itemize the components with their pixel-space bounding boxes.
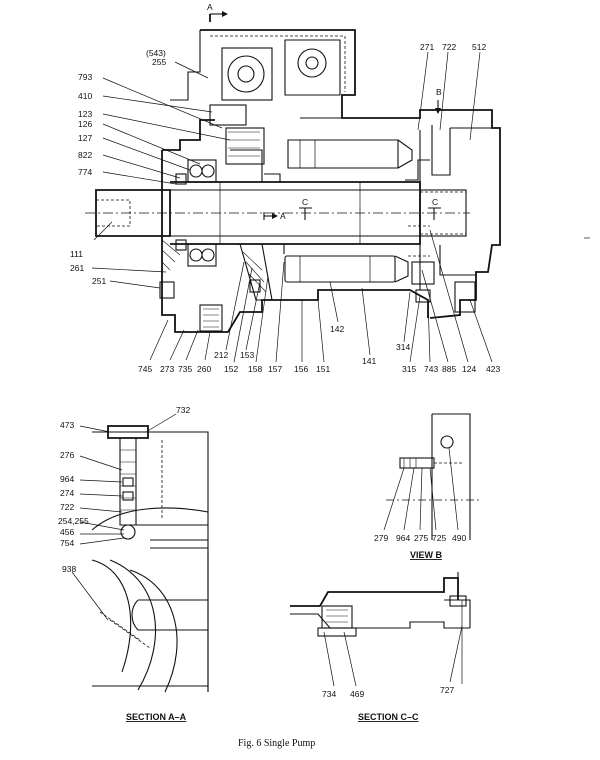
front-bearing: [187, 159, 217, 267]
section-aa: [91, 425, 209, 693]
callout-543: (543): [146, 48, 166, 58]
section-aa-callouts: 473 732 276 964 274 722 254,255 456 754 …: [58, 405, 190, 722]
section-cc-leaders: [323, 625, 463, 687]
callout-123: 123: [78, 109, 92, 119]
callout-822: 822: [78, 150, 92, 160]
callout-774: 774: [78, 167, 92, 177]
callout-964-b: 964: [396, 533, 410, 543]
callout-126: 126: [78, 119, 92, 129]
callout-512: 512: [472, 42, 486, 52]
callout-732: 732: [176, 405, 190, 415]
callout-111: 111: [70, 249, 83, 259]
figure-caption: Fig. 6 Single Pump: [238, 738, 315, 749]
callout-734: 734: [322, 689, 336, 699]
callout-153: 153: [240, 350, 254, 360]
callout-727: 727: [440, 685, 454, 695]
callout-127: 127: [78, 133, 92, 143]
section-aa-leaders: [71, 413, 177, 621]
section-cc-title: SECTION C–C: [358, 712, 419, 722]
marker-c-right: C: [432, 197, 438, 207]
section-cc-callouts: 734 469 727 SECTION C–C: [322, 685, 454, 722]
marker-a-mid: A: [280, 211, 286, 221]
main-leaders: [91, 51, 493, 363]
callout-964-aa: 964: [60, 474, 74, 484]
callout-156: 156: [294, 364, 308, 374]
callout-274: 274: [60, 488, 74, 498]
marker-a-top: A: [207, 2, 213, 12]
callout-743: 743: [424, 364, 438, 374]
callout-473: 473: [60, 420, 74, 430]
callout-314: 314: [396, 342, 410, 352]
callout-275: 275: [414, 533, 428, 543]
callout-754: 754: [60, 538, 74, 548]
marker-c-left: C: [302, 197, 308, 207]
callout-151: 151: [316, 364, 330, 374]
view-b-callouts: 279 964 275 725 490 VIEW B: [374, 533, 466, 560]
view-b: [386, 413, 480, 540]
callout-279: 279: [374, 533, 388, 543]
callout-276: 276: [60, 450, 74, 460]
callout-469: 469: [350, 689, 364, 699]
callout-938: 938: [62, 564, 76, 574]
callout-261: 261: [70, 263, 84, 273]
callout-722: 722: [442, 42, 456, 52]
callout-141: 141: [362, 356, 376, 366]
callout-157: 157: [268, 364, 282, 374]
callout-152: 152: [224, 364, 238, 374]
section-aa-title: SECTION A–A: [126, 712, 187, 722]
section-markers: A A B C C: [207, 2, 442, 221]
main-callouts: (543) 255 793 410 123 126 127 822 774 11…: [70, 42, 500, 374]
callout-212: 212: [214, 350, 228, 360]
callout-490: 490: [452, 533, 466, 543]
callout-255: 255: [152, 57, 166, 67]
callout-722-aa: 722: [60, 502, 74, 512]
callout-745: 745: [138, 364, 152, 374]
callout-273: 273: [160, 364, 174, 374]
callout-271: 271: [420, 42, 434, 52]
callout-158: 158: [248, 364, 262, 374]
callout-124: 124: [462, 364, 476, 374]
callout-315: 315: [402, 364, 416, 374]
view-b-leaders: [383, 447, 459, 531]
marker-b: B: [436, 87, 442, 97]
callout-254-255: 254,255: [58, 516, 89, 526]
view-b-title: VIEW B: [410, 550, 443, 560]
callout-260: 260: [197, 364, 211, 374]
section-cc: [290, 572, 471, 684]
callout-735: 735: [178, 364, 192, 374]
callout-423: 423: [486, 364, 500, 374]
callout-456: 456: [60, 527, 74, 537]
callout-410: 410: [78, 91, 92, 101]
callout-142: 142: [330, 324, 344, 334]
callout-725: 725: [432, 533, 446, 543]
main-pump-section: [85, 29, 501, 333]
callout-885: 885: [442, 364, 456, 374]
callout-793: 793: [78, 72, 92, 82]
callout-251: 251: [92, 276, 106, 286]
